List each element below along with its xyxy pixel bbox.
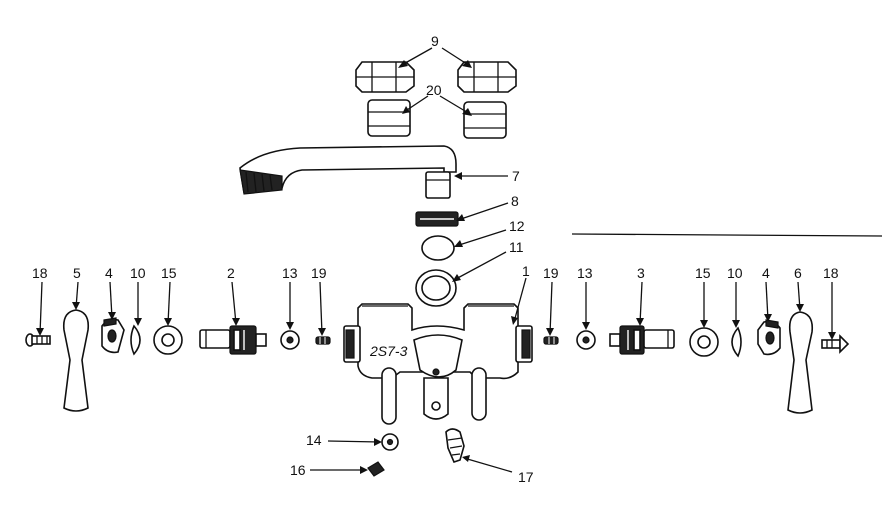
reference-line [571, 233, 883, 237]
part-7-spout [239, 145, 457, 199]
part-19-screw-left [315, 336, 331, 345]
part-5-handle-left [62, 309, 90, 412]
part-1-valve-body [343, 303, 533, 425]
part-11-seat [415, 269, 457, 307]
label-6: 6 [794, 265, 802, 281]
part-15-ring-right [689, 327, 719, 357]
label-10-left: 10 [130, 265, 146, 281]
part-6-handle-right [787, 311, 814, 414]
label-13-left: 13 [282, 265, 298, 281]
label-4-left: 4 [105, 265, 113, 281]
part-12-o-ring [421, 235, 455, 261]
part-number-labels: 9 20 7 8 12 11 1 18 5 4 10 15 2 13 19 19… [32, 33, 839, 485]
part-16-screw [367, 461, 385, 477]
part-20-nipple-left [367, 99, 411, 137]
part-9-cap-right [457, 61, 517, 93]
part-4-nut-right [757, 319, 781, 356]
label-4-right: 4 [762, 265, 770, 281]
label-7: 7 [512, 168, 520, 184]
part-2-stem-left [199, 325, 267, 355]
label-16: 16 [290, 462, 306, 478]
label-8: 8 [511, 193, 519, 209]
part-9-cap-left [355, 61, 415, 93]
label-2: 2 [227, 265, 235, 281]
part-3-stem-right [609, 325, 675, 355]
label-19-left: 19 [311, 265, 327, 281]
label-20: 20 [426, 82, 442, 98]
label-3: 3 [637, 265, 645, 281]
leader-lines [36, 47, 836, 474]
body-casting-mark: 2S7-3 [369, 343, 408, 359]
part-10-washer-right [731, 326, 742, 358]
part-13-washer-left [280, 330, 300, 350]
label-11: 11 [509, 239, 524, 255]
label-17: 17 [518, 469, 534, 485]
part-4-nut-left [101, 317, 125, 354]
part-14-washer [381, 433, 399, 451]
label-13-right: 13 [577, 265, 593, 281]
part-8-washer [415, 211, 459, 227]
part-13-washer-right [576, 330, 596, 350]
label-15-right: 15 [695, 265, 711, 281]
label-9: 9 [431, 33, 439, 49]
label-12: 12 [509, 218, 525, 234]
label-19-right: 19 [543, 265, 559, 281]
label-10-right: 10 [727, 265, 743, 281]
part-20-nipple-right [463, 101, 507, 139]
part-15-ring-left [153, 325, 183, 355]
label-18-right: 18 [823, 265, 839, 281]
part-18-screw-left [25, 333, 51, 347]
label-14: 14 [306, 432, 322, 448]
label-18-left: 18 [32, 265, 48, 281]
part-18-screw-right [821, 334, 850, 354]
part-10-washer-left [130, 324, 141, 356]
label-5: 5 [73, 265, 81, 281]
label-1: 1 [522, 263, 530, 279]
part-19-screw-right [543, 336, 559, 345]
label-15-left: 15 [161, 265, 177, 281]
part-17-screw [445, 428, 465, 463]
